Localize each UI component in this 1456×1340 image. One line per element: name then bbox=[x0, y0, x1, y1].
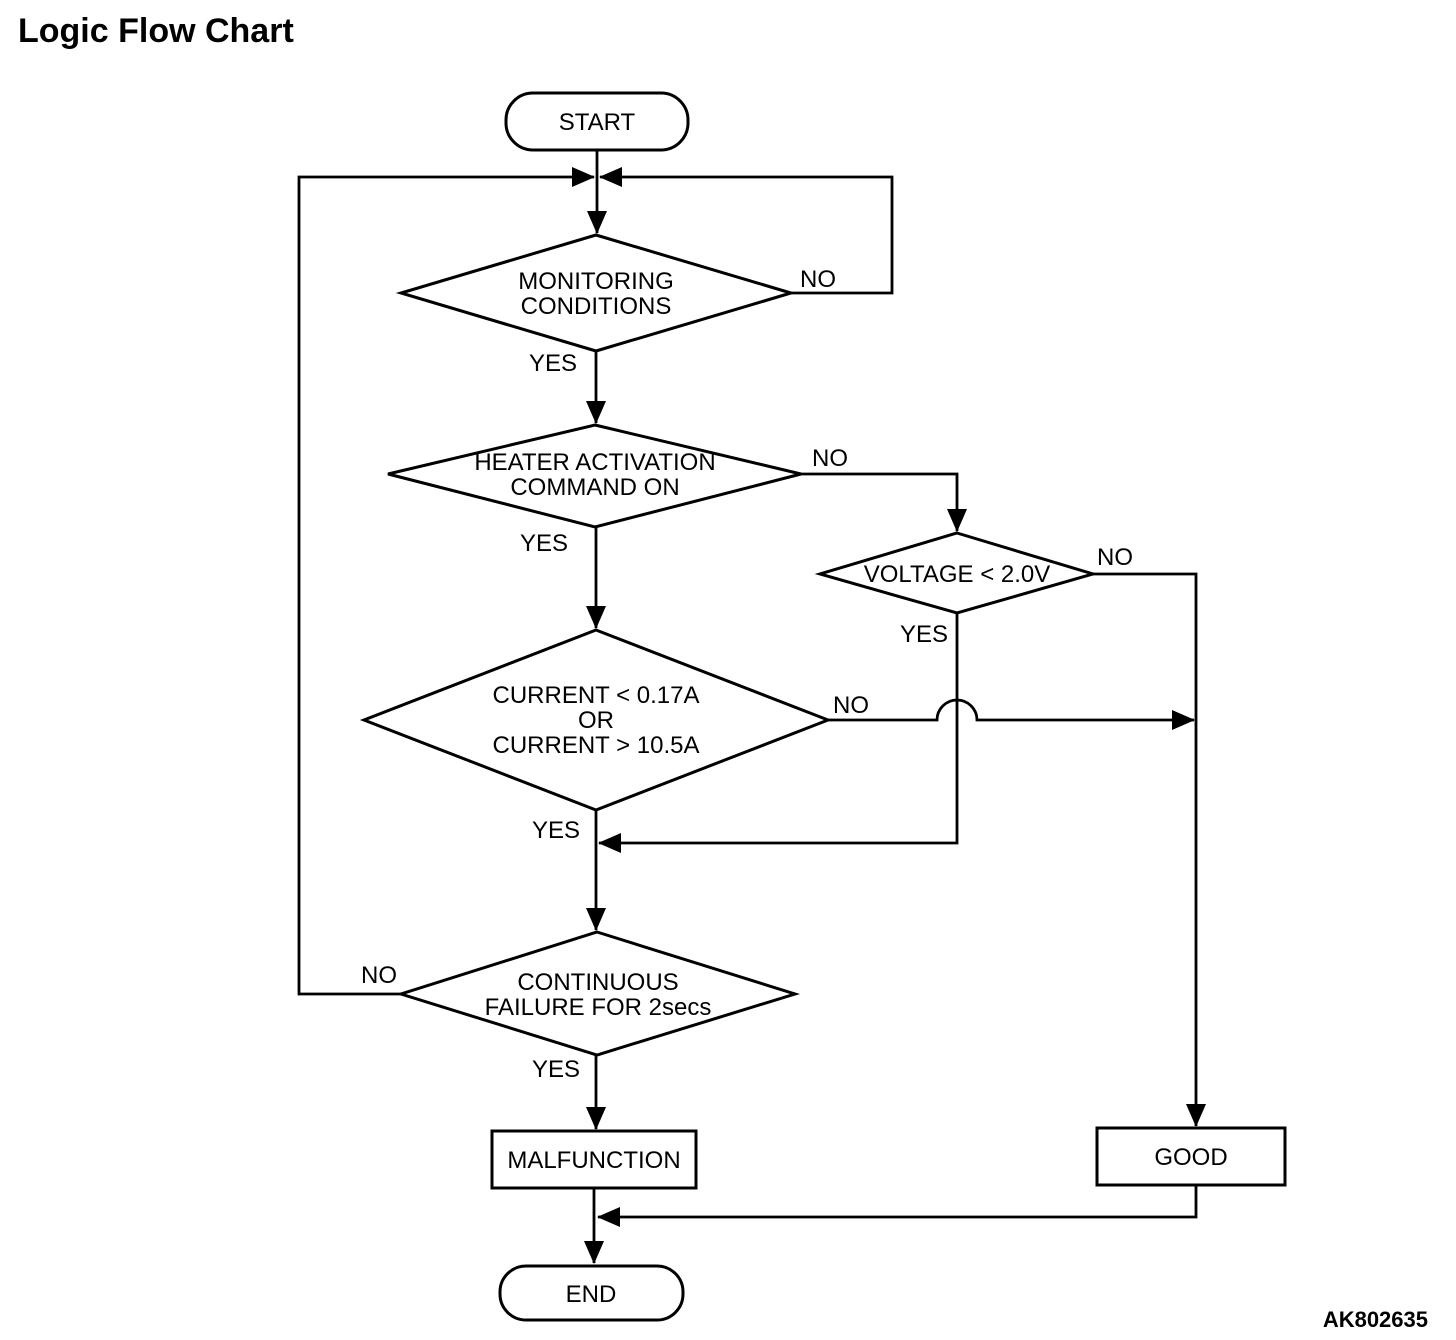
malfunction-label: MALFUNCTION bbox=[507, 1147, 680, 1174]
label-current-yes: YES bbox=[532, 817, 580, 844]
edge-current-no bbox=[828, 698, 1195, 730]
good-label: GOOD bbox=[1154, 1144, 1227, 1171]
label-voltage-yes: YES bbox=[900, 621, 948, 648]
current-decision bbox=[359, 628, 833, 812]
page-title: Logic Flow Chart bbox=[18, 12, 294, 50]
edge-heater-no bbox=[801, 472, 967, 532]
label-monitoring-yes: YES bbox=[529, 350, 577, 377]
continuous-failure-label-line2: FAILURE FOR 2secs bbox=[485, 994, 712, 1021]
start-node bbox=[504, 91, 690, 152]
label-voltage-no: NO bbox=[1097, 544, 1133, 571]
good-node bbox=[1095, 1126, 1287, 1187]
malfunction-node bbox=[490, 1129, 698, 1190]
label-current-no: NO bbox=[833, 692, 869, 719]
label-monitoring-no: NO bbox=[800, 266, 836, 293]
current-label-line3: CURRENT > 10.5A bbox=[493, 732, 700, 759]
heater-activation-decision bbox=[387, 423, 802, 529]
continuous-failure-decision bbox=[395, 930, 801, 1057]
edge-continuous-no-return bbox=[297, 167, 595, 996]
edge-voltage-yes bbox=[598, 613, 959, 853]
figure-code: AK802635 bbox=[1323, 1307, 1428, 1332]
start-node-label: START bbox=[559, 109, 636, 136]
edge-monitoring-no-return bbox=[599, 167, 894, 295]
heater-activation-label-line2: COMMAND ON bbox=[510, 474, 679, 501]
current-label-line2: OR bbox=[578, 707, 614, 734]
continuous-failure-label-line1: CONTINUOUS bbox=[517, 969, 678, 996]
edge-voltage-no bbox=[1093, 572, 1206, 1127]
label-heater-no: NO bbox=[812, 445, 848, 472]
edge-good-return bbox=[597, 1184, 1198, 1227]
label-heater-yes: YES bbox=[520, 530, 568, 557]
current-label-line1: CURRENT < 0.17A bbox=[493, 682, 700, 709]
voltage-decision bbox=[814, 531, 1099, 615]
monitoring-conditions-label-line2: CONDITIONS bbox=[521, 293, 672, 320]
end-node bbox=[498, 1264, 685, 1322]
monitoring-conditions-label-line1: MONITORING bbox=[518, 268, 674, 295]
voltage-label: VOLTAGE < 2.0V bbox=[864, 561, 1051, 588]
end-node-label: END bbox=[566, 1281, 617, 1308]
monitoring-conditions-decision bbox=[395, 233, 797, 353]
heater-activation-label-line1: HEATER ACTIVATION bbox=[474, 449, 715, 476]
label-continuous-no: NO bbox=[361, 962, 397, 989]
label-continuous-yes: YES bbox=[532, 1056, 580, 1083]
